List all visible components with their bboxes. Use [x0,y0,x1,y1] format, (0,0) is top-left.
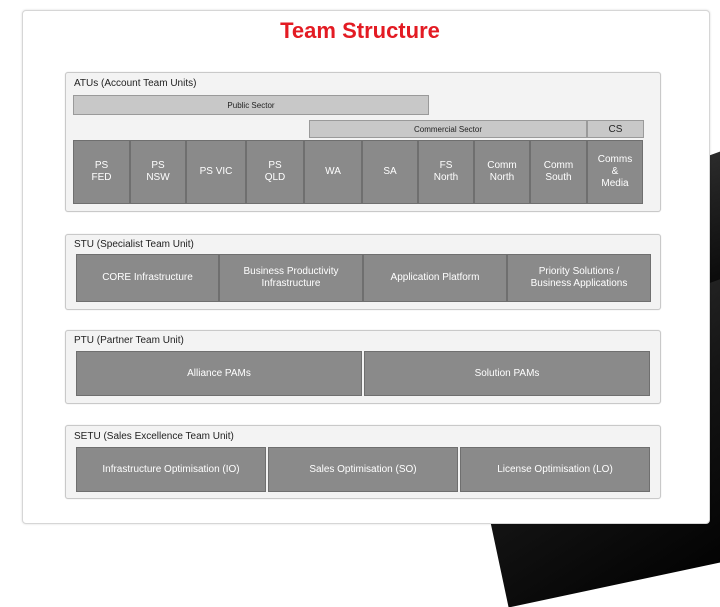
stu-unit-business-productivity: Business Productivity Infrastructure [219,254,363,302]
stu-unit-priority-solutions: Priority Solutions / Business Applicatio… [507,254,651,302]
atu-unit-comm-north: Comm North [474,140,530,204]
ptu-section-label: PTU (Partner Team Unit) [74,335,184,346]
atu-section-label: ATUs (Account Team Units) [74,78,197,89]
setu-unit-sales-optimisation: Sales Optimisation (SO) [268,447,458,492]
stu-unit-core-infrastructure: CORE Infrastructure [76,254,219,302]
commercial-sector-bar: Commercial Sector [309,120,587,138]
setu-unit-infrastructure-optimisation: Infrastructure Optimisation (IO) [76,447,266,492]
stu-unit-application-platform: Application Platform [363,254,507,302]
atu-unit-comm-south: Comm South [530,140,587,204]
public-sector-bar: Public Sector [73,95,429,115]
atu-unit-fs-north: FS North [418,140,474,204]
setu-section-label: SETU (Sales Excellence Team Unit) [74,431,234,442]
atu-unit-ps-nsw: PS NSW [130,140,186,204]
atu-unit-ps-vic: PS VIC [186,140,246,204]
cs-bar: CS [587,120,644,138]
setu-unit-license-optimisation: License Optimisation (LO) [460,447,650,492]
atu-unit-wa: WA [304,140,362,204]
atu-unit-ps-fed: PS FED [73,140,130,204]
atu-unit-sa: SA [362,140,418,204]
atu-unit-ps-qld: PS QLD [246,140,304,204]
stu-section-label: STU (Specialist Team Unit) [74,239,194,250]
page-title: Team Structure [280,18,440,43]
ptu-unit-solution-pams: Solution PAMs [364,351,650,396]
ptu-unit-alliance-pams: Alliance PAMs [76,351,362,396]
atu-unit-comms-media: Comms & Media [587,140,643,204]
